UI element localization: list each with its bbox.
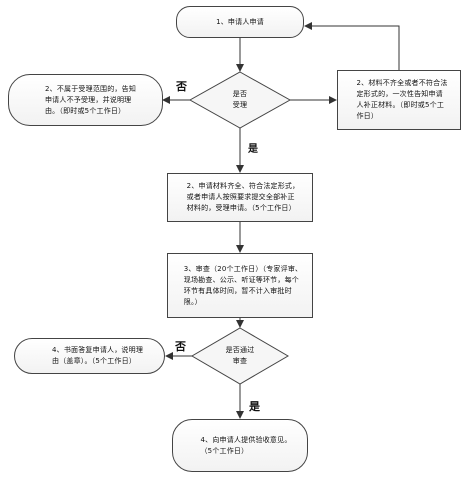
accept-text: 2、申请材料齐全、符合法定形式， 或者申请人按照要求提交全部补正 材料的，受理申… [186, 182, 300, 212]
supplement-node: 2、材料不齐全或者不符合法 定形式的，一次性告知申请 人补正材料。（即时或5个工… [337, 70, 461, 130]
written-reply-node: 4、书面答复申请人，说明理 由（盖章）。（5个工作日） [14, 338, 165, 374]
edge-label-no-reply: 否 [175, 340, 186, 353]
review-text: 3、审查（20个工作日）（专家评审、 现场勘查、公示、听证等环节，每个 环节有具… [183, 264, 303, 306]
accept-decision-text: 是否 受理 [232, 90, 248, 109]
review-node: 3、审查（20个工作日）（专家评审、 现场勘查、公示、听证等环节，每个 环节有具… [167, 253, 313, 318]
start-node: 1、申请人申请 [176, 6, 304, 38]
reject-notice-text: 2、不属于受理范围的，告知 申请人不予受理，并说明理 由。（即时或5个工作日） [44, 84, 137, 115]
arrow-supplement-to-start [304, 22, 400, 70]
pass-decision-text: 是否通过 审查 [225, 346, 255, 365]
written-reply-text: 4、书面答复申请人，说明理 由（盖章）。（5个工作日） [51, 346, 144, 365]
accept-node: 2、申请材料齐全、符合法定形式， 或者申请人按照要求提交全部补正 材料的，受理申… [167, 173, 313, 222]
edge-label-yes-final: 是 [249, 400, 260, 413]
final-opinion-text: 4、向申请人提供验收意见。 （5个工作日） [200, 435, 292, 455]
accept-decision-node: 是否 受理 [200, 84, 280, 116]
final-opinion-node: 4、向申请人提供验收意见。 （5个工作日） [172, 419, 308, 472]
pass-decision-node: 是否通过 审查 [204, 340, 276, 372]
edge-label-no-reject: 否 [176, 80, 187, 93]
edge-label-yes-accept: 是 [248, 144, 258, 155]
supplement-text: 2、材料不齐全或者不符合法 定形式的，一次性告知申请 人补正材料。（即时或5个工… [356, 79, 448, 120]
reject-notice-node: 2、不属于受理范围的，告知 申请人不予受理，并说明理 由。（即时或5个工作日） [8, 74, 163, 126]
start-text: 1、申请人申请 [216, 17, 264, 26]
